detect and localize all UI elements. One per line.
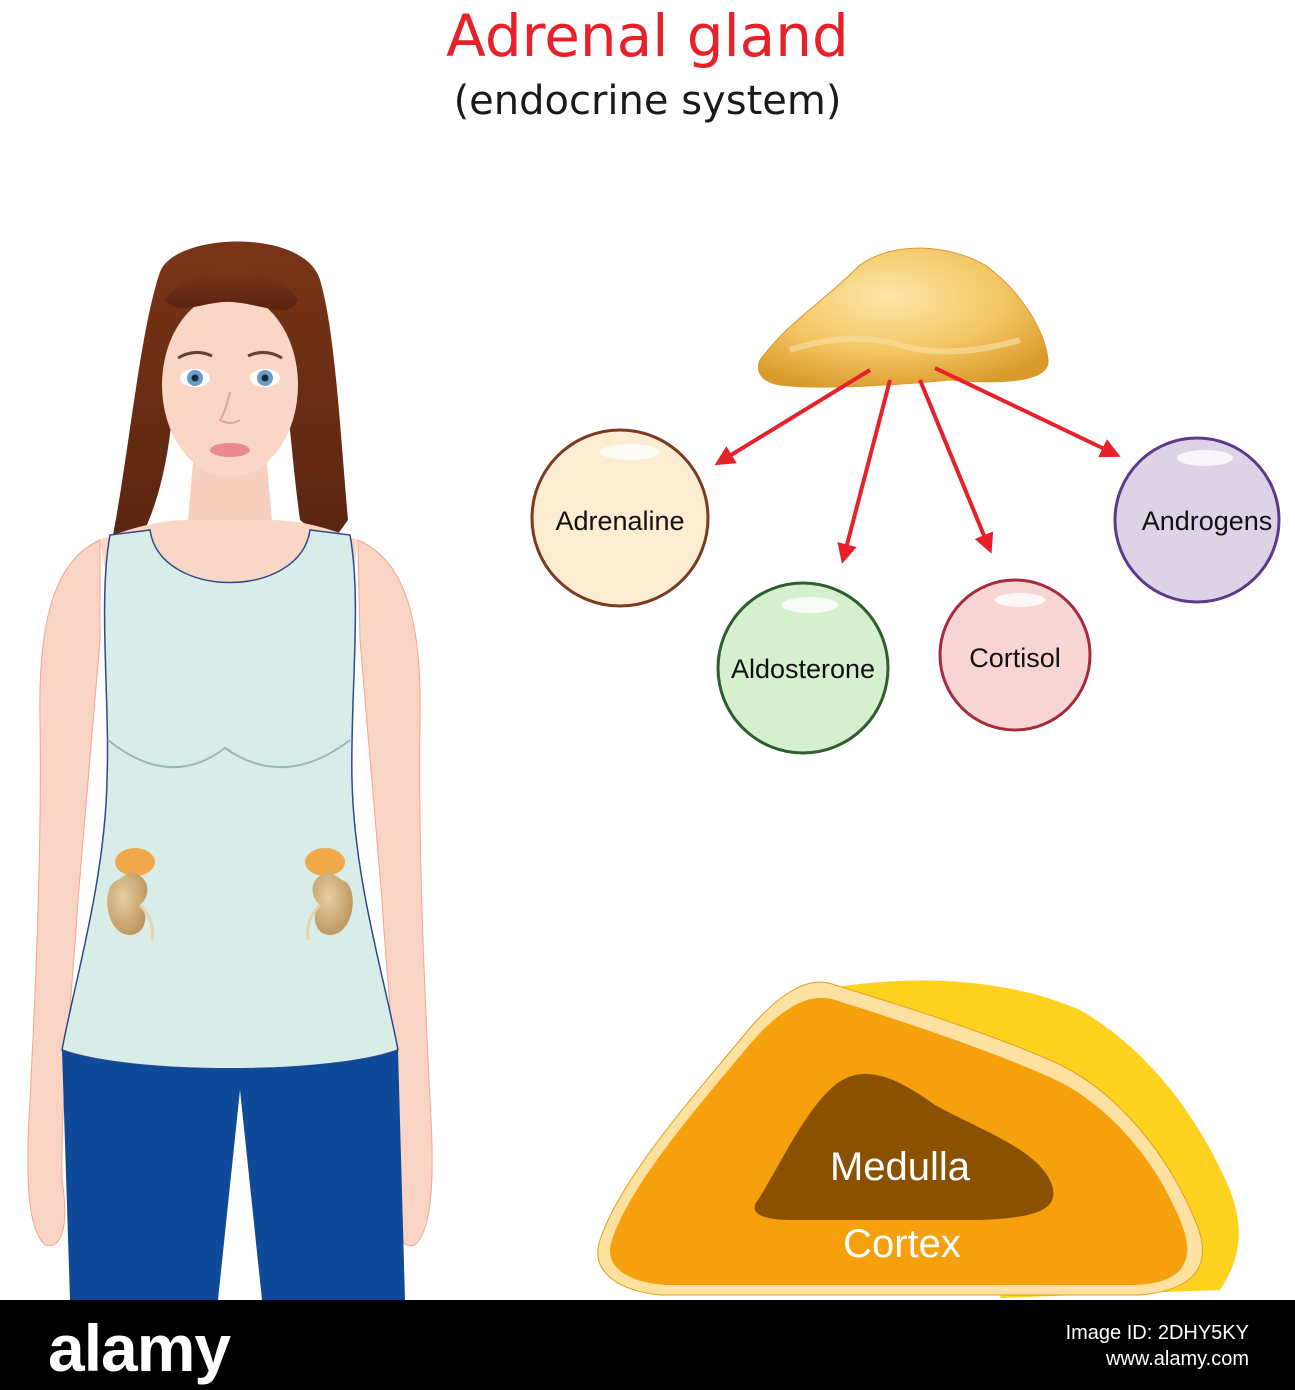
adrenal-cross-section: Medulla Cortex: [597, 980, 1239, 1298]
diagram-canvas: Adrenaline Aldosterone Cortisol Androgen…: [27, 241, 1281, 1300]
image-info: Image ID: 2DHY5KY www.alamy.com: [1066, 1320, 1249, 1372]
hair: [112, 241, 348, 545]
left-eye: [180, 369, 210, 387]
image-id: Image ID: 2DHY5KY: [1065, 1322, 1249, 1344]
hormone-aldosterone: Aldosterone: [716, 581, 890, 755]
arrow-to-aldosterone: [837, 379, 892, 564]
left-kidney-with-adrenal-gland: [107, 848, 155, 941]
jeans: [62, 1050, 405, 1300]
woman-figure: [27, 241, 433, 1300]
hair-fringe: [165, 269, 298, 310]
hormone-arrows: [714, 366, 1121, 564]
footer-bar: alamy Image ID: 2DHY5KY www.alamy.com: [0, 1300, 1295, 1390]
hormone-androgens: Androgens: [1113, 436, 1281, 604]
brand-logo[interactable]: alamy: [48, 1311, 231, 1385]
cortex-label: Cortex: [843, 1222, 961, 1266]
arrow-to-adrenaline: [714, 368, 872, 466]
right-eye: [250, 369, 280, 387]
page-title: Adrenal gland: [446, 2, 849, 70]
medulla-layer: [754, 1073, 1054, 1220]
nose: [218, 391, 241, 424]
arrow-to-cortisol: [918, 379, 994, 554]
tank-top: [61, 529, 399, 1070]
right-kidney-with-adrenal-gland: [305, 848, 353, 941]
adrenal-gland-illustration: [757, 247, 1049, 388]
medulla-label: Medulla: [830, 1145, 971, 1189]
face: [162, 293, 298, 477]
page-subtitle: (endocrine system): [453, 78, 842, 124]
hormone-adrenaline: Adrenaline: [530, 428, 710, 608]
hormone-label: Adrenaline: [555, 506, 684, 536]
hormone-label: Cortisol: [969, 643, 1061, 673]
arrow-to-androgens: [934, 366, 1121, 458]
lips: [210, 443, 250, 457]
site-link[interactable]: www.alamy.com: [1106, 1348, 1249, 1370]
hormone-label: Aldosterone: [731, 654, 875, 684]
hormone-cortisol: Cortisol: [938, 578, 1092, 732]
hormone-label: Androgens: [1142, 506, 1273, 536]
